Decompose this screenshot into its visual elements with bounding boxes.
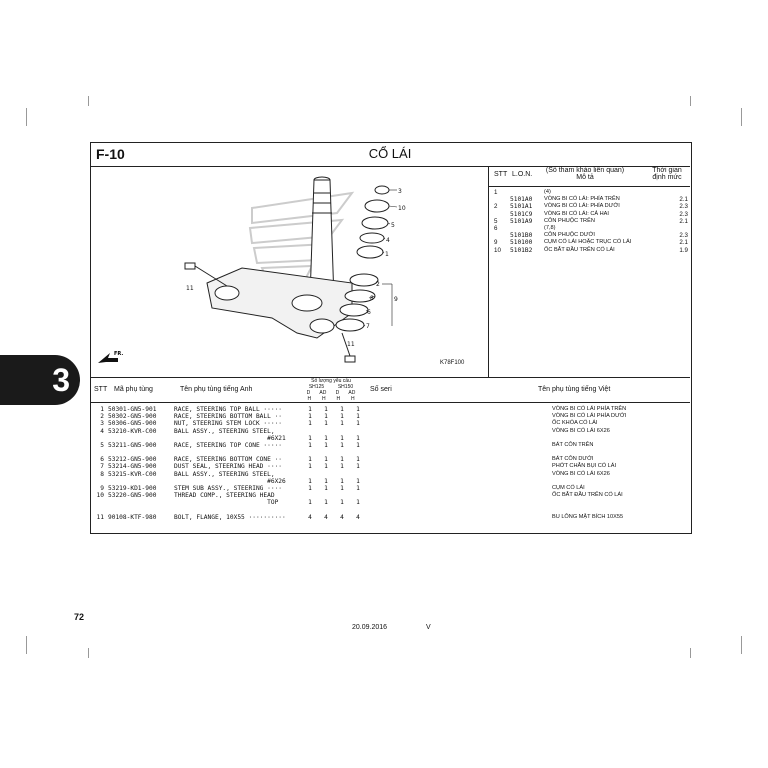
callout-9: 9 — [394, 296, 398, 303]
title-row — [90, 142, 690, 167]
callout-10: 10 — [398, 205, 406, 212]
parts-header-bottom — [90, 402, 690, 403]
callout-1: 1 — [385, 251, 389, 258]
parts-header-top — [90, 377, 690, 378]
diagram-area — [90, 167, 489, 377]
crop-mark — [690, 96, 691, 106]
parts-header-serial: Số seri — [370, 386, 392, 393]
content-frame — [90, 142, 692, 534]
callout-7: 7 — [366, 323, 370, 330]
honda-wing-icon — [248, 191, 355, 284]
page-number: 72 — [74, 612, 85, 622]
row-gap — [92, 507, 688, 514]
bearing-rings — [335, 185, 390, 332]
row-gap — [92, 449, 688, 456]
front-label: FR. — [114, 351, 123, 357]
crop-mark — [88, 96, 89, 106]
callout-3: 3 — [398, 188, 402, 195]
crop-mark — [741, 108, 742, 126]
parts-header-part-no: Mã phụ tùng — [114, 386, 153, 393]
stem-tube — [309, 176, 335, 301]
chapter-number: 3 — [52, 362, 70, 398]
ref-header-lon: L.O.N. — [512, 171, 533, 178]
version-mark: V — [426, 624, 431, 631]
parts-header-name-vn: Tên phụ tùng tiếng Việt — [538, 386, 611, 393]
steering-stem-diagram: HONDA — [98, 176, 406, 363]
diagram-ref-code: K78F100 — [440, 360, 465, 366]
callout-4: 4 — [386, 237, 390, 244]
crop-mark — [741, 636, 742, 654]
callout-11a: 11 — [186, 285, 194, 292]
lower-bracket — [206, 267, 353, 339]
callout-6: 6 — [367, 309, 371, 316]
crop-mark — [88, 648, 89, 658]
ref-row: 1(4) — [494, 189, 551, 196]
print-date: 20.09.2016 — [352, 624, 388, 631]
ref-header-desc: (Số tham khảo liên quan) Mô tả — [545, 167, 625, 181]
callout-8: 8 — [370, 295, 374, 302]
page-title: CỔ LÁI — [368, 146, 412, 161]
ref-header-divider — [488, 186, 690, 187]
ref-header-time: Thời gian định mức — [652, 167, 682, 181]
crop-mark — [690, 648, 691, 658]
section-code: F-10 — [96, 146, 125, 162]
crop-mark — [26, 636, 27, 654]
ref-header-stt: STT — [494, 171, 508, 178]
chapter-tab: 3 — [0, 355, 80, 405]
callout-2: 2 — [376, 281, 380, 288]
flange-bolts — [184, 262, 356, 363]
parts-header-stt: STT — [94, 386, 108, 393]
crop-mark — [26, 108, 27, 126]
callout-11b: 11 — [347, 341, 355, 348]
callout-5: 5 — [391, 222, 395, 229]
front-arrow-icon: FR. — [98, 351, 123, 363]
parts-header-name-en: Tên phụ tùng tiếng Anh — [180, 386, 253, 393]
ref-row: 6(7,8) — [494, 225, 556, 233]
